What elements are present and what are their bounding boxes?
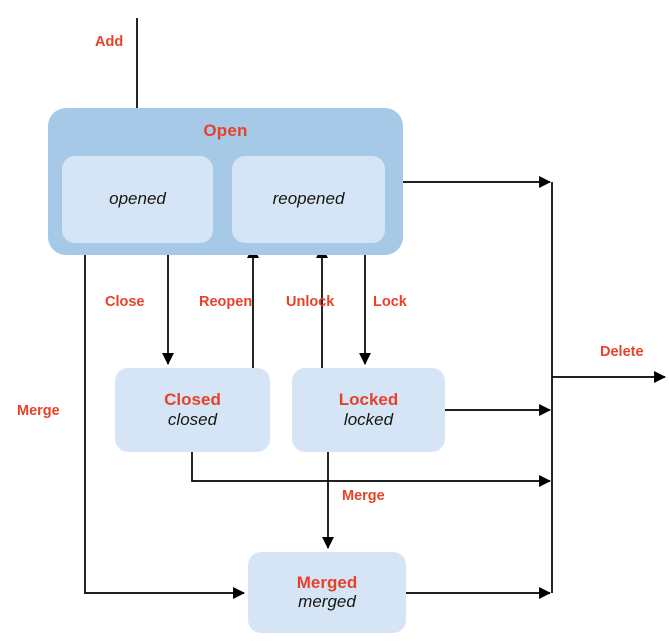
state-group-open[interactable]: Open opened reopened: [48, 108, 403, 255]
state-locked[interactable]: Locked locked: [292, 368, 445, 452]
edge-label-merge-middle: Merge: [342, 488, 385, 504]
edge-label-reopen: Reopen: [199, 294, 253, 310]
edge-label-add: Add: [95, 34, 124, 50]
state-reopened[interactable]: reopened: [232, 156, 385, 243]
edge-label-close: Close: [105, 294, 145, 310]
state-closed-code: closed: [167, 409, 218, 429]
state-locked-name: Locked: [338, 390, 399, 410]
edge-label-unlock: Unlock: [286, 294, 335, 310]
edge-label-lock: Lock: [373, 294, 407, 310]
group-open-label: Open: [203, 121, 248, 140]
state-reopened-code: reopened: [272, 189, 345, 209]
state-merged-name: Merged: [296, 572, 358, 592]
state-merged[interactable]: Merged merged: [248, 552, 406, 633]
state-opened[interactable]: opened: [62, 156, 213, 243]
state-closed[interactable]: Closed closed: [115, 368, 270, 452]
state-opened-code: opened: [109, 189, 166, 209]
state-locked-code: locked: [343, 409, 394, 429]
edge-merge-left: [84, 255, 245, 599]
edge-label-merge-left: Merge: [17, 403, 60, 419]
state-closed-name: Closed: [164, 390, 221, 410]
state-merged-code: merged: [298, 592, 356, 612]
edge-label-delete: Delete: [600, 344, 644, 360]
edge-delete-from-closed: [191, 452, 551, 487]
